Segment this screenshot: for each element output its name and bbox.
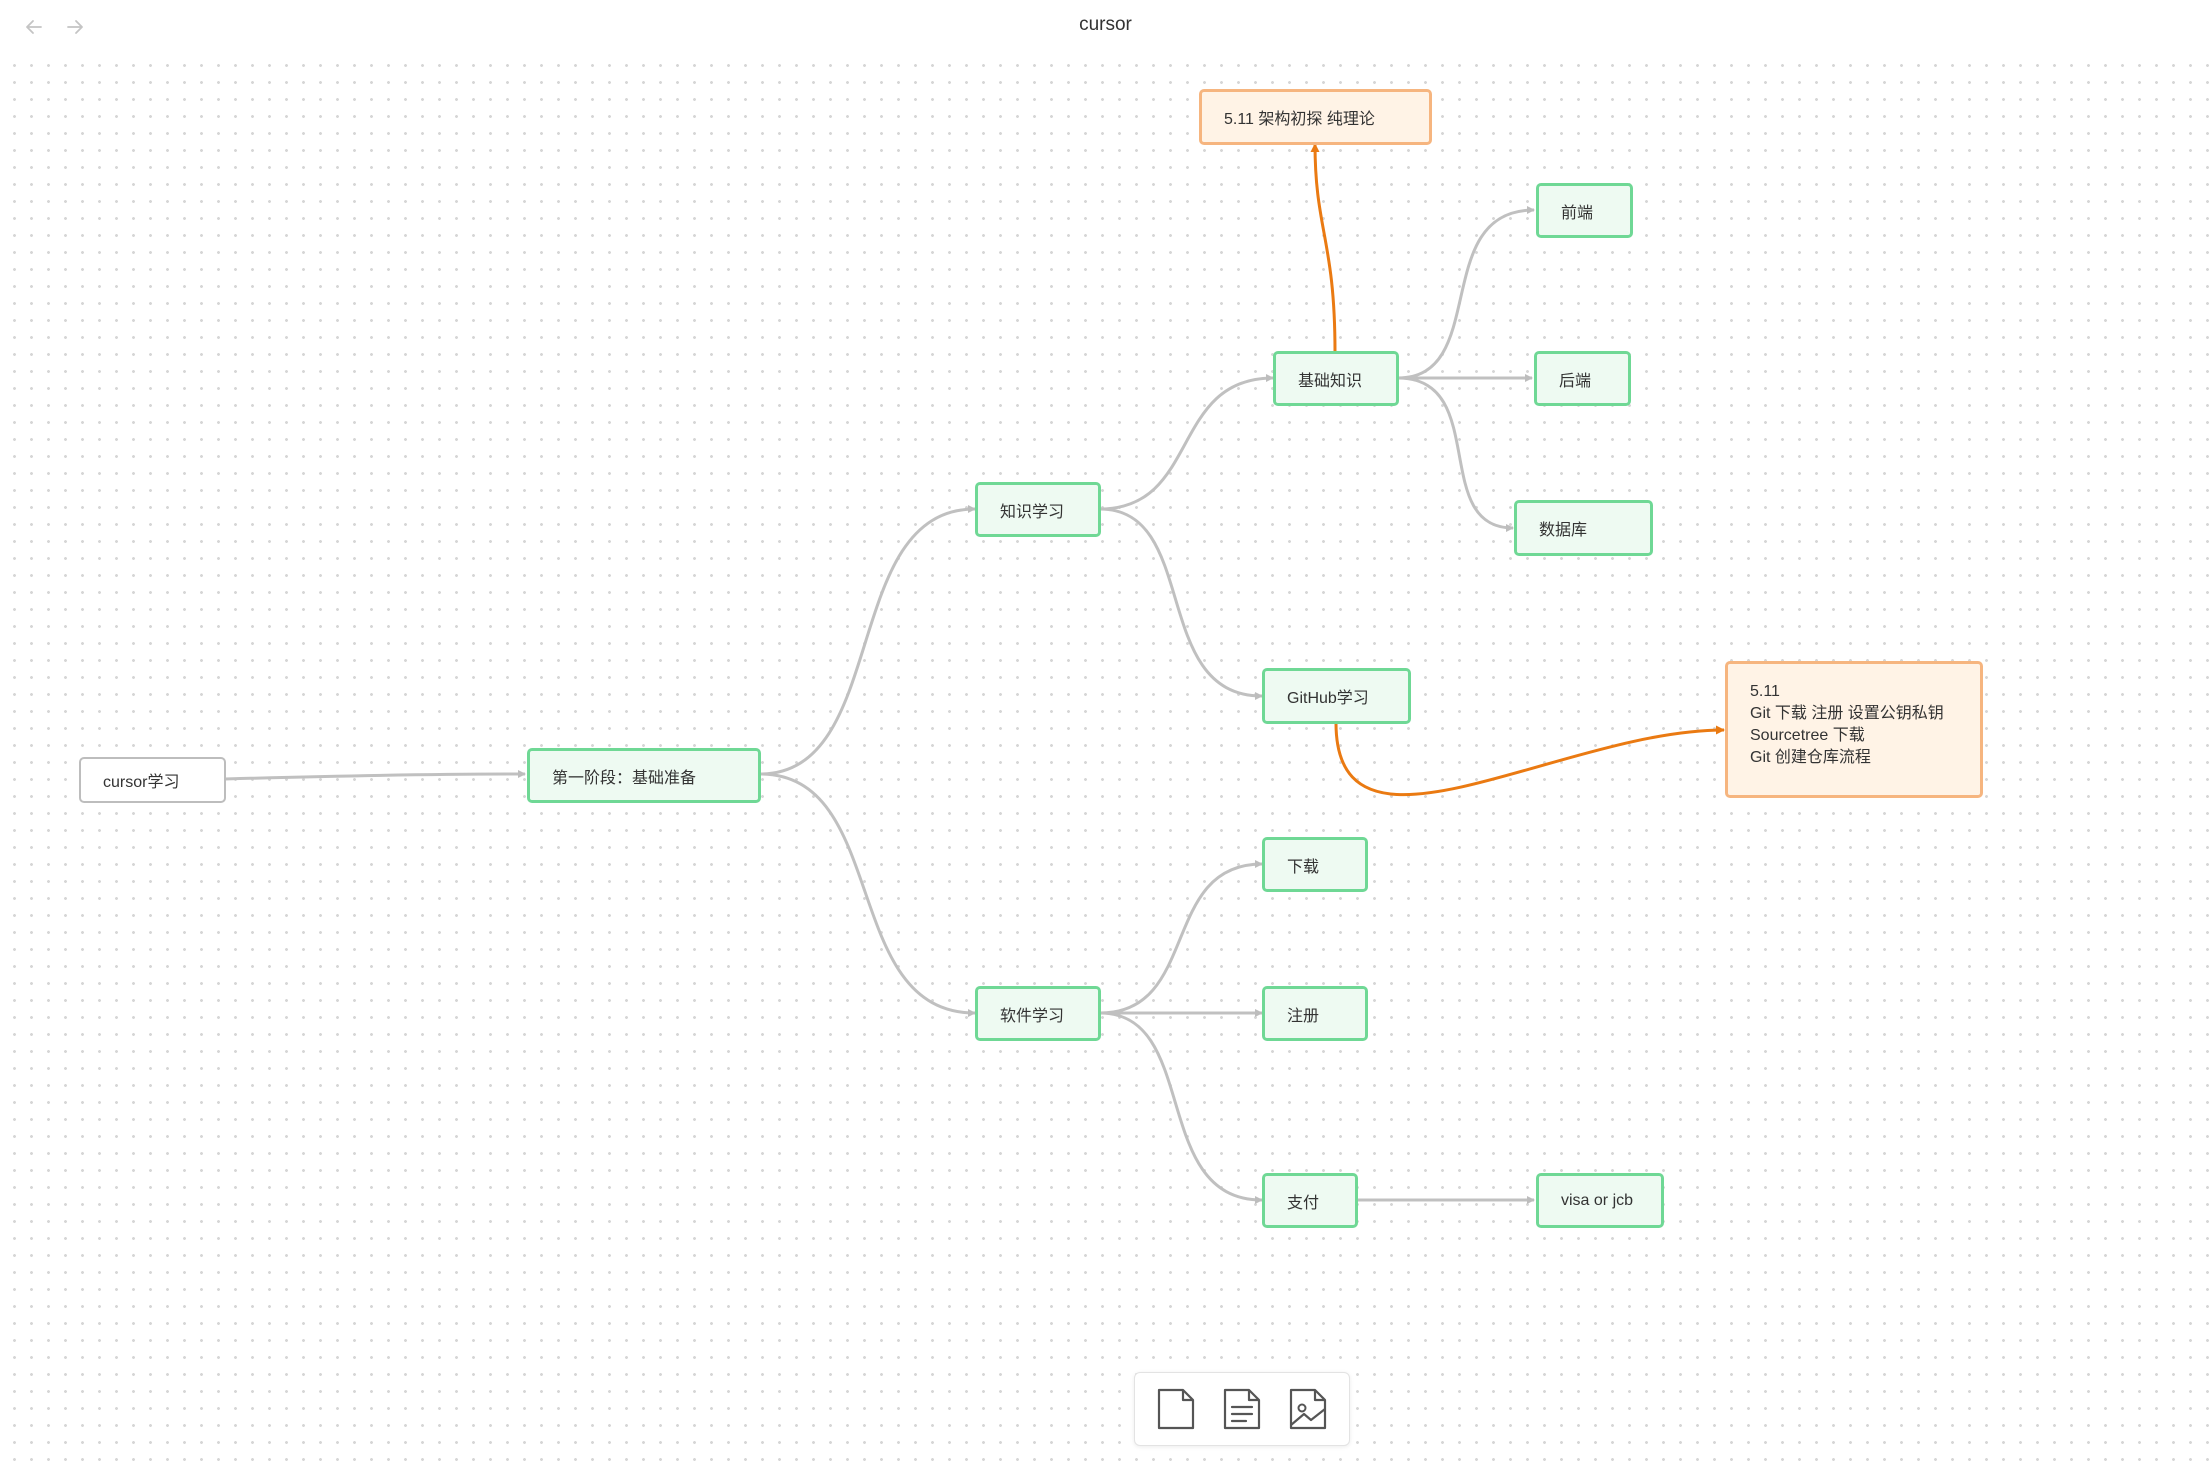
edge-knowledge-github (1099, 507, 1263, 700)
arrow-right-icon (67, 20, 83, 34)
edge-basics-frontend (1397, 206, 1535, 380)
node-label: 知识学习 (1000, 503, 1065, 521)
note-node-architecture[interactable]: 5.11 架构初探 纯理论 (1199, 89, 1432, 145)
new-blank-page-button[interactable] (1151, 1382, 1201, 1436)
mindmap-node-backend[interactable]: 后端 (1534, 351, 1631, 406)
bottom-toolbar (1134, 1372, 1350, 1446)
new-text-document-button[interactable] (1217, 1382, 1267, 1436)
node-label: 下载 (1287, 858, 1320, 876)
node-label: 注册 (1287, 1007, 1320, 1025)
page-title: cursor (1079, 14, 1132, 35)
node-label: GitHub学习 (1287, 690, 1369, 707)
note-label: 5.11 架构初探 纯理论 (1224, 111, 1375, 128)
mindmap-node-knowledge[interactable]: 知识学习 (975, 482, 1101, 537)
edge-software-download (1099, 860, 1263, 1015)
forward-button[interactable] (55, 12, 95, 42)
edge-stage1-software (759, 772, 976, 1017)
node-label: 基础知识 (1298, 372, 1363, 390)
node-label: visa or jcb (1561, 1191, 1634, 1209)
arrow-left-icon (26, 20, 42, 34)
note-node-git[interactable]: 5.11 Git 下载 注册 设置公钥私钥 Sourcetree 下载 Git … (1725, 661, 1983, 798)
mindmap-node-database[interactable]: 数据库 (1514, 500, 1653, 556)
node-label: 第一阶段：基础准备 (552, 769, 697, 787)
edge-basics-note-arch (1310, 143, 1337, 353)
node-label: 支付 (1287, 1194, 1320, 1212)
mindmap-node-software[interactable]: 软件学习 (975, 986, 1101, 1041)
edge-stage1-knowledge (759, 505, 976, 776)
edge-root-stage1 (224, 770, 526, 781)
mindmap-node-payment[interactable]: 支付 (1262, 1173, 1358, 1228)
node-label: 数据库 (1539, 522, 1588, 539)
edge-knowledge-basics (1099, 374, 1274, 511)
back-button[interactable] (14, 12, 54, 42)
node-label: 前端 (1561, 204, 1594, 222)
mindmap-node-frontend[interactable]: 前端 (1536, 183, 1633, 238)
image-document-icon (1289, 1388, 1327, 1430)
top-bar: cursor (0, 0, 2211, 58)
mindmap-node-basics[interactable]: 基础知识 (1273, 351, 1399, 406)
node-label: 后端 (1559, 372, 1592, 390)
edge-github-note-git (1334, 722, 1725, 797)
blank-page-icon (1157, 1388, 1195, 1430)
mindmap-node-github[interactable]: GitHub学习 (1262, 668, 1411, 724)
mindmap-node-root[interactable]: cursor学习 (79, 757, 226, 803)
node-label: 软件学习 (1000, 1007, 1065, 1025)
edge-software-payment (1099, 1011, 1263, 1204)
mindmap-node-visa[interactable]: visa or jcb (1536, 1173, 1664, 1228)
text-document-icon (1223, 1388, 1261, 1430)
mindmap-node-register[interactable]: 注册 (1262, 986, 1368, 1041)
node-label: cursor学习 (103, 774, 180, 791)
note-label: 5.11 Git 下载 注册 设置公钥私钥 Sourcetree 下载 Git … (1750, 683, 1944, 766)
new-image-document-button[interactable] (1283, 1382, 1333, 1436)
mindmap-node-stage1[interactable]: 第一阶段：基础准备 (527, 748, 761, 803)
edge-basics-database (1397, 376, 1514, 532)
mindmap-node-download[interactable]: 下载 (1262, 837, 1368, 892)
